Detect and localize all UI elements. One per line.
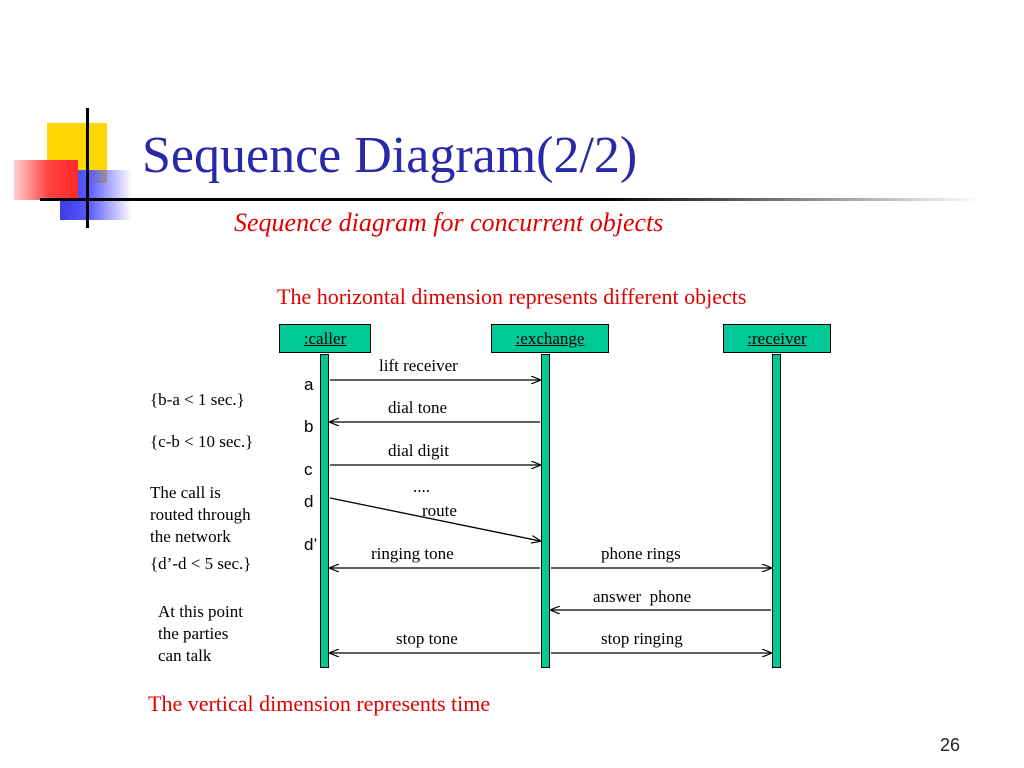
horizontal-dimension-note: The horizontal dimension represents diff…: [277, 284, 747, 309]
note-talk-line: can talk: [158, 646, 212, 665]
msg-dots: ....: [413, 477, 430, 496]
constraint-b-a: {b-a < 1 sec.}: [150, 390, 245, 409]
msg-stop-ringing: stop ringing: [601, 629, 683, 648]
object-caller: :caller: [279, 324, 371, 353]
lifeline-receiver: [772, 354, 781, 668]
note-routed-line: The call is: [150, 483, 221, 502]
note-routed-line: routed through: [150, 505, 251, 524]
constraint-d-d: {d’-d < 5 sec.}: [150, 554, 252, 573]
msg-dial-tone: dial tone: [388, 398, 448, 417]
decor-red-square: [14, 160, 78, 200]
object-receiver: :receiver: [723, 324, 831, 353]
constraint-c-b: {c-b < 10 sec.}: [150, 432, 254, 451]
msg-route: route: [422, 501, 457, 520]
page-number: 26: [940, 735, 961, 755]
time-label-b: b: [304, 417, 314, 436]
lifeline-exchange: [541, 354, 550, 668]
msg-ringing-tone: ringing tone: [371, 544, 454, 563]
msg-answer-phone: answer phone: [593, 587, 692, 606]
note-call-routed: The call is routed through the network: [150, 482, 251, 548]
decor-vertical-line: [86, 108, 89, 228]
title-underline: [40, 198, 980, 201]
note-routed-line: the network: [150, 527, 231, 546]
time-label-a: a: [304, 375, 314, 394]
msg-phone-rings: phone rings: [601, 544, 681, 563]
arrow-route: [329, 497, 540, 541]
note-parties-talk: At this point the parties can talk: [158, 601, 243, 667]
object-exchange: :exchange: [491, 324, 609, 353]
time-label-d: d: [304, 492, 314, 511]
msg-lift-receiver: lift receiver: [379, 356, 458, 375]
slide-title: Sequence Diagram(2/2): [142, 127, 638, 184]
slide-subtitle: Sequence diagram for concurrent objects: [234, 208, 664, 237]
msg-stop-tone: stop tone: [396, 629, 458, 648]
vertical-dimension-note: The vertical dimension represents time: [148, 691, 491, 716]
time-label-c: c: [304, 460, 313, 479]
note-talk-line: the parties: [158, 624, 229, 643]
note-talk-line: At this point: [158, 602, 244, 621]
time-label-d-prime: d’: [304, 535, 318, 554]
msg-dial-digit: dial digit: [388, 441, 449, 460]
lifeline-caller: [320, 354, 329, 668]
